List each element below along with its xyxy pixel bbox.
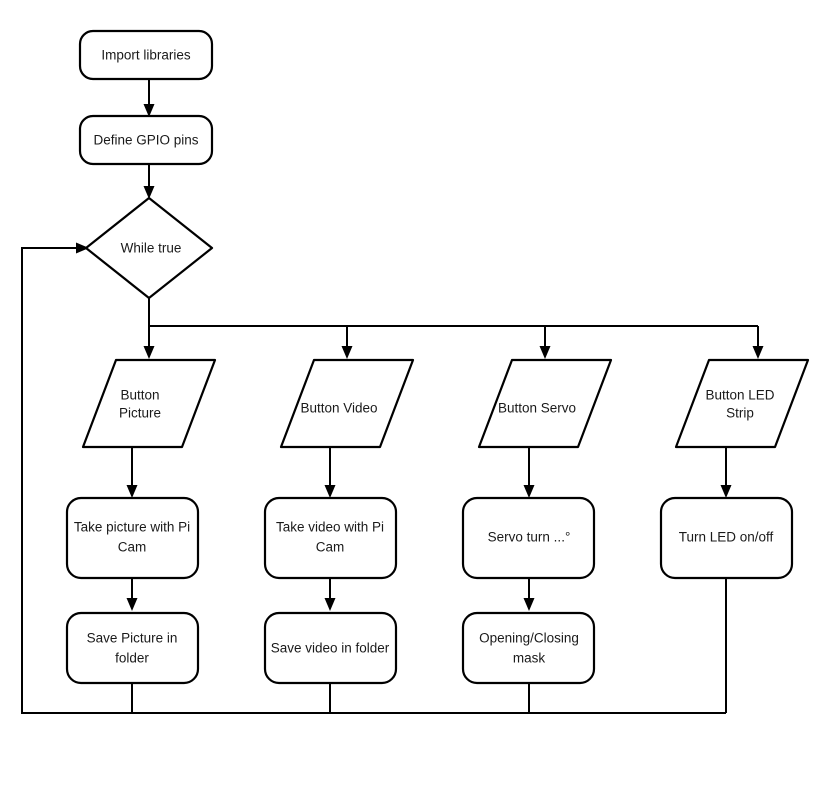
node-take-video-label-line2: Cam bbox=[316, 540, 345, 555]
node-take-video-label-line1: Take video with Pi bbox=[276, 520, 384, 535]
connector-bus-to-button-video bbox=[341, 326, 353, 359]
node-button-led-strip-label-line1: Button LED bbox=[705, 388, 774, 403]
node-button-led-strip-label-line2: Strip bbox=[726, 406, 754, 421]
connector-take-picture-to-save bbox=[126, 578, 138, 611]
node-button-picture-label-line2: Picture bbox=[119, 406, 161, 421]
node-button-video-label-line1: Button Video bbox=[300, 401, 377, 416]
connector-led-to-turn bbox=[720, 448, 732, 498]
node-take-picture-label-line2: Cam bbox=[118, 540, 147, 555]
node-button-servo-label-line1: Button Servo bbox=[498, 401, 576, 416]
node-import-libraries[interactable]: Import libraries bbox=[78, 29, 214, 81]
node-button-led-strip[interactable]: Button LED Strip bbox=[674, 358, 810, 449]
node-opening-closing-mask[interactable]: Opening/Closing mask bbox=[461, 611, 596, 685]
node-save-video-label-line1: Save video in folder bbox=[271, 641, 390, 656]
node-servo-turn[interactable]: Servo turn ...° bbox=[461, 496, 596, 580]
node-import-libraries-label: Import libraries bbox=[101, 48, 191, 63]
node-opening-closing-mask-label-line1: Opening/Closing bbox=[479, 631, 579, 646]
node-take-picture[interactable]: Take picture with Pi Cam bbox=[65, 496, 200, 580]
connector-servo-to-mask bbox=[523, 578, 535, 611]
connector-video-to-take bbox=[324, 448, 336, 498]
node-save-video[interactable]: Save video in folder bbox=[263, 611, 398, 685]
node-save-picture[interactable]: Save Picture in folder bbox=[65, 611, 200, 685]
node-button-picture-label-line1: Button bbox=[120, 388, 159, 403]
node-button-picture[interactable]: Button Picture bbox=[81, 358, 217, 449]
node-button-video[interactable]: Button Video bbox=[279, 358, 415, 449]
connector-gpio-to-while bbox=[143, 164, 155, 199]
node-opening-closing-mask-label-line2: mask bbox=[513, 651, 546, 666]
connector-take-video-to-save bbox=[324, 578, 336, 611]
node-save-picture-label-line1: Save Picture in bbox=[87, 631, 178, 646]
node-turn-led[interactable]: Turn LED on/off bbox=[659, 496, 794, 580]
node-while-true-label: While true bbox=[121, 241, 182, 256]
node-take-picture-label-line1: Take picture with Pi bbox=[74, 520, 190, 535]
node-turn-led-label-line1: Turn LED on/off bbox=[679, 530, 774, 545]
connector-picture-to-take bbox=[126, 448, 138, 498]
node-take-video[interactable]: Take video with Pi Cam bbox=[263, 496, 398, 580]
connector-bus-to-button-led bbox=[752, 326, 764, 359]
node-save-picture-label-line2: folder bbox=[115, 651, 149, 666]
node-define-gpio-pins[interactable]: Define GPIO pins bbox=[78, 114, 214, 166]
node-button-servo[interactable]: Button Servo bbox=[477, 358, 613, 449]
node-define-gpio-pins-label: Define GPIO pins bbox=[93, 133, 198, 148]
node-servo-turn-label-line1: Servo turn ...° bbox=[488, 530, 571, 545]
node-while-true[interactable]: While true bbox=[84, 196, 214, 300]
connector-import-to-gpio bbox=[143, 79, 155, 117]
connector-bus-to-button-picture bbox=[143, 326, 155, 359]
connector-bus-to-button-servo bbox=[539, 326, 551, 359]
connector-servo-to-turn bbox=[523, 448, 535, 498]
connector-loop-back bbox=[21, 242, 726, 714]
